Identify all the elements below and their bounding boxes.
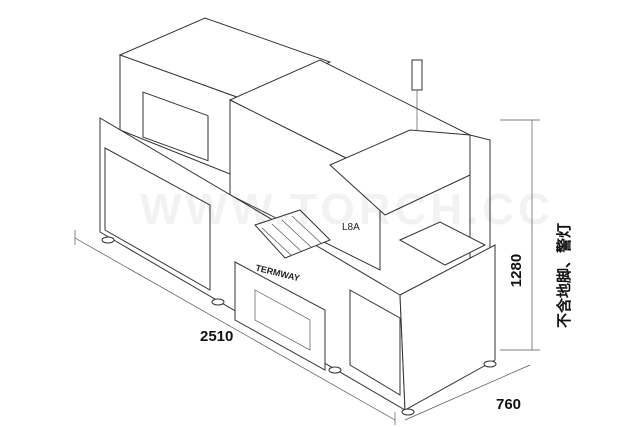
length-dimension-label: 2510 [200, 328, 234, 345]
model-label: L8A [342, 222, 360, 233]
feeder-bank [254, 209, 331, 259]
left-cabinet-door[interactable] [104, 147, 211, 291]
monitor-screen [142, 91, 209, 162]
right-cabinet-door[interactable] [349, 289, 401, 396]
center-panel [234, 261, 326, 371]
depth-dimension-line [404, 364, 531, 421]
height-note: 不含地脚、警灯 [556, 222, 574, 329]
watermark: WWW.TORCH.CC [140, 185, 554, 234]
base-right-face [399, 244, 496, 411]
depth-dimension-label: 760 [496, 396, 522, 413]
center-cover-front [229, 99, 381, 271]
height-dimension-label: 1280 [508, 253, 526, 288]
signal-tower-lamp [411, 59, 423, 130]
length-dimension-line [74, 230, 396, 425]
height-dimension-line [500, 119, 540, 351]
leveling-feet [101, 236, 497, 416]
feeder-slot [254, 289, 311, 351]
conveyor [398, 221, 487, 266]
